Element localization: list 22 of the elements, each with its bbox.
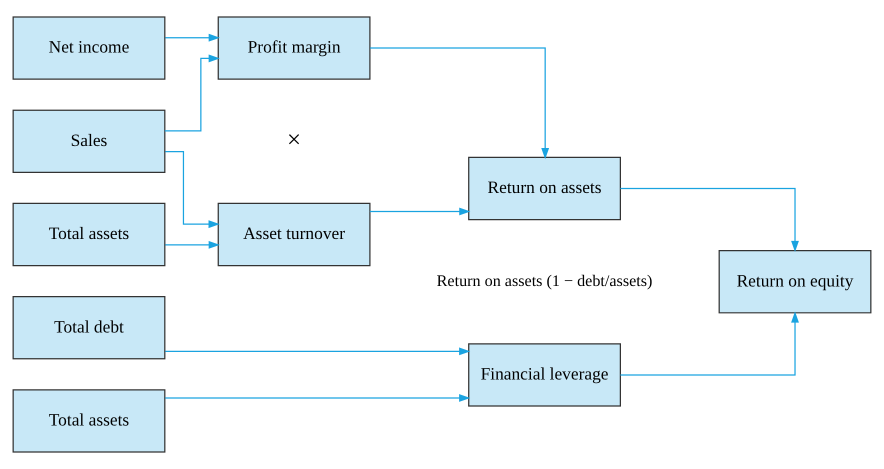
node-box: Financial leverage bbox=[468, 343, 621, 407]
node-box: Total assets bbox=[12, 389, 166, 453]
label: × bbox=[287, 126, 302, 154]
node-box: Return on equity bbox=[718, 250, 872, 314]
node-box: Net income bbox=[12, 16, 166, 80]
label: Return on assets (1 − debt/assets) bbox=[436, 272, 652, 290]
arrow bbox=[164, 54, 220, 132]
node-box: Sales bbox=[12, 110, 166, 173]
arrow bbox=[165, 151, 220, 228]
node-box: Return on assets bbox=[468, 156, 621, 220]
arrow bbox=[370, 47, 550, 160]
arrow bbox=[620, 311, 799, 376]
arrow bbox=[165, 394, 470, 402]
arrow bbox=[370, 208, 470, 216]
node-box: Total debt bbox=[12, 296, 166, 360]
arrow bbox=[165, 240, 220, 249]
arrow bbox=[165, 34, 220, 42]
arrow bbox=[620, 188, 799, 252]
arrow bbox=[165, 347, 470, 356]
node-box: Asset turnover bbox=[218, 202, 371, 266]
node-box: Total assets bbox=[12, 202, 166, 266]
node-box: Profit margin bbox=[218, 16, 371, 80]
